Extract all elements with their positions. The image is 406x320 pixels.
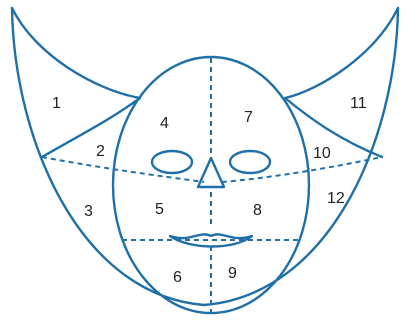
left-eye <box>152 151 192 173</box>
region-label-1: 1 <box>52 95 61 112</box>
right-eye <box>230 151 270 173</box>
region-label-3: 3 <box>84 203 93 220</box>
region-label-5: 5 <box>155 201 164 218</box>
region-label-8: 8 <box>253 202 262 219</box>
region-label-2: 2 <box>96 143 105 160</box>
region-label-12: 12 <box>327 190 345 207</box>
region-label-10: 10 <box>313 145 331 162</box>
nose-triangle <box>198 158 224 187</box>
region-label-9: 9 <box>228 265 237 282</box>
region-label-7: 7 <box>244 109 253 126</box>
outer-hood-outline <box>12 8 398 305</box>
region-label-6: 6 <box>173 269 182 286</box>
region-label-4: 4 <box>160 115 169 132</box>
region-label-11: 11 <box>350 95 367 112</box>
